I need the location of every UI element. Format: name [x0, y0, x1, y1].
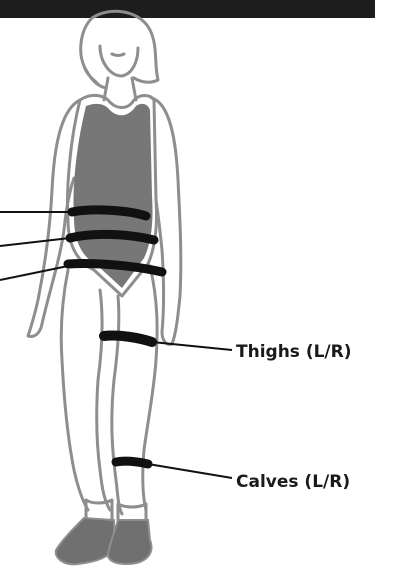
- right-leg-outline: [112, 266, 157, 514]
- calves-label: Calves (L/R): [236, 472, 350, 492]
- neck-outline: [104, 78, 136, 100]
- left-shoe: [56, 518, 114, 564]
- hips-leader-line: [0, 238, 70, 246]
- buttocks-leader-line: [0, 266, 68, 280]
- header-bar: [0, 0, 375, 18]
- calves-leader-line: [148, 464, 232, 478]
- thigh-band: [104, 335, 152, 342]
- left-leg-outline: [61, 270, 110, 510]
- face-outline: [100, 46, 138, 76]
- calf-band: [116, 461, 148, 464]
- thighs-label: Thighs (L/R): [236, 342, 352, 362]
- thighs-leader-line: [152, 342, 232, 350]
